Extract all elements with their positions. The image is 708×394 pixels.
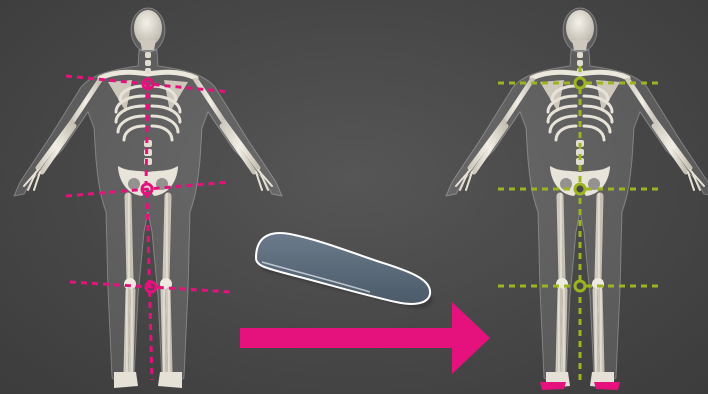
insole-sole xyxy=(256,233,430,304)
insole xyxy=(256,233,432,308)
right-pelvis-marker xyxy=(575,184,585,194)
right-arrow-icon xyxy=(240,302,490,374)
right-right-insole xyxy=(594,382,620,390)
right-shoulder-marker xyxy=(575,78,585,88)
right-skeleton xyxy=(446,8,708,388)
right-left-insole xyxy=(540,382,566,390)
right-figure xyxy=(446,8,708,390)
right-knee-marker xyxy=(575,281,585,291)
right-insoles xyxy=(540,382,620,390)
